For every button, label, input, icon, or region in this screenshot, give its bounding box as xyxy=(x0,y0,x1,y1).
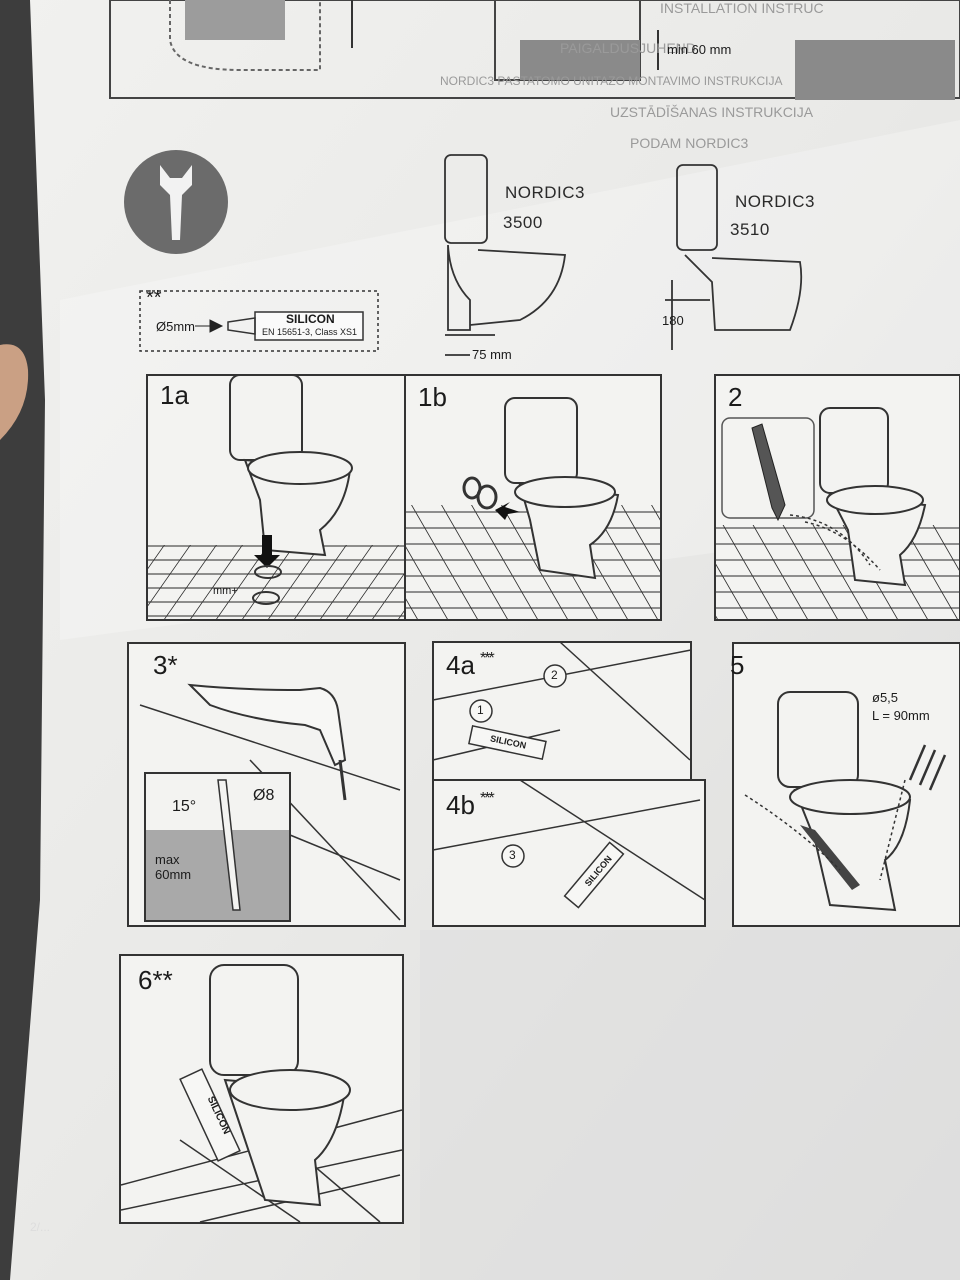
step-4b-label: 4b xyxy=(446,790,475,820)
step-2-label: 2 xyxy=(728,382,743,412)
floor-2 xyxy=(716,525,959,619)
silicon-nozzle xyxy=(227,317,256,335)
toilet-1a xyxy=(229,374,353,557)
model-3510-name: NORDIC3 xyxy=(735,192,816,211)
min-depth-label: min 60 mm xyxy=(667,42,732,57)
callout-3 xyxy=(501,844,525,868)
hand-drill xyxy=(187,683,347,767)
top-seat-outline xyxy=(169,0,321,71)
tube-6 xyxy=(179,1068,241,1162)
step-1a-note: mm+ xyxy=(213,585,238,597)
step-1a-label: 1a xyxy=(160,380,189,410)
dotted-arrows-2 xyxy=(789,514,881,571)
ring-1b-b xyxy=(476,484,498,510)
panel-4b xyxy=(432,779,706,927)
step-4b-stars: *** xyxy=(480,790,495,807)
toilet-6 xyxy=(209,964,351,1207)
page-number: 2/... xyxy=(30,1220,51,1234)
panel-4b-lines xyxy=(432,779,706,901)
step-1b-label: 1b xyxy=(418,382,447,412)
header-line-1: INSTALLATION INSTRUC xyxy=(660,0,824,16)
callout-3-text: 3 xyxy=(509,848,516,862)
dotted-line-5 xyxy=(744,779,906,881)
ring-1a-top xyxy=(254,565,282,579)
model-3510-drawing xyxy=(665,164,803,350)
cartridge-label: SILICON xyxy=(286,312,335,326)
pencil-icon xyxy=(751,423,786,522)
callout-2 xyxy=(543,664,567,688)
callout-1 xyxy=(469,699,493,723)
callout-1-text: 1 xyxy=(477,703,484,717)
top-seat-fill xyxy=(185,0,285,40)
step-4a-stars: *** xyxy=(480,650,495,667)
header-line-5: PODAM NORDIC3 xyxy=(630,135,749,151)
header-line-4: UZSTĀDĪŠANAS INSTRUKCIJA xyxy=(610,104,814,120)
arrow-to-nozzle xyxy=(195,319,224,333)
model-3510-code: 3510 xyxy=(730,220,770,239)
top-right-fill xyxy=(795,40,955,100)
drill-detail-bit xyxy=(217,779,241,911)
tools-stars: ** xyxy=(146,287,162,309)
step-3-label: 3* xyxy=(153,650,178,680)
tube-4a xyxy=(468,725,547,761)
pencil-box xyxy=(721,417,815,519)
wrench-shape xyxy=(160,165,192,240)
ring-1a-bottom xyxy=(252,591,280,605)
silicon-cartridge xyxy=(254,311,364,341)
drill-detail-wall xyxy=(146,830,289,920)
model-3500-dimension: 75 mm xyxy=(472,347,512,362)
arrow-left-1b xyxy=(495,502,520,520)
step-6-label: 6** xyxy=(138,965,173,995)
nozzle-diameter: Ø5mm xyxy=(156,319,195,334)
screws-5 xyxy=(908,744,947,791)
arrow-down-1a xyxy=(254,535,280,568)
model-3510-dimension: 180 xyxy=(662,313,684,328)
cartridge-spec: EN 15651-3, Class XS1 xyxy=(262,327,358,337)
toilet-5 xyxy=(777,691,912,912)
silicon-box xyxy=(139,290,379,352)
drill-bit xyxy=(338,759,347,801)
callout-2-text: 2 xyxy=(551,668,558,682)
screw-length: L = 90mm xyxy=(872,708,930,723)
model-3500-name: NORDIC3 xyxy=(505,183,586,202)
screwdriver-icon xyxy=(800,825,860,890)
drill-diameter: Ø8 xyxy=(253,787,275,804)
top-bowl-fill xyxy=(520,40,640,80)
header-line-3: NORDIC3 PASTATOMO UNITAZO MONTAVIMO INST… xyxy=(440,74,783,88)
paper-shadow xyxy=(420,930,960,1280)
drill-depth: max 60mm xyxy=(155,852,192,882)
model-3500-code: 3500 xyxy=(503,213,543,232)
header-line-2: PAIGALDUSJUHEND xyxy=(560,40,696,56)
toilet-2 xyxy=(819,407,927,587)
tube-4b xyxy=(563,841,625,909)
drill-angle: 15° xyxy=(172,798,197,815)
finger xyxy=(0,344,29,440)
toilet-1b xyxy=(504,397,620,580)
step-5-label: 5 xyxy=(730,650,745,680)
top-frame xyxy=(109,0,960,99)
step-4a-label: 4a xyxy=(446,650,475,680)
screw-diameter: ø5,5 xyxy=(872,690,899,705)
model-3500-drawing xyxy=(444,154,566,356)
